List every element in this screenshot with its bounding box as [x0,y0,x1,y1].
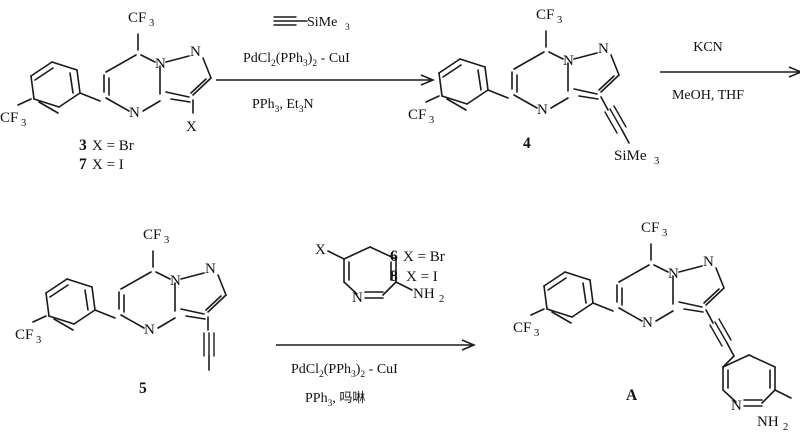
atom-cf3-left-4: CF [408,107,426,123]
atom-cf3-left-sub-A: 3 [534,328,539,339]
svg-text:PdCl2(PPh3)2 - CuI: PdCl2(PPh3)2 - CuI [291,362,398,380]
atom-x-1: X [186,119,197,135]
conditions-below-arrow-2: MeOH, THF [672,88,744,103]
structure-compound-3-7: CF 3 N N N X CF 3 3 X = Br 7 X = I [0,10,212,173]
aminopyridine-ring-A: N NH 2 [722,354,792,433]
atom-n-bridge-4: N [563,53,574,69]
aryl-ring-4 [438,58,489,111]
atom-cf3-left-1: CF [0,110,18,126]
atom-cf3-top-5: CF [143,227,161,243]
atom-n-pyrimidine-5: N [144,322,155,338]
compound-number-6: 6 [390,248,398,265]
reagent-sime3-label: SiMe [307,15,337,30]
compound-number-4: 4 [523,135,531,152]
atom-n-pyrazole-4: N [598,41,609,57]
atom-n-pyrimidine-A: N [642,315,653,331]
atom-n-pyrazole-1: N [190,44,201,60]
atom-n-pyridine-reagent: N [352,290,363,306]
aryl-ring-5 [45,278,96,331]
conditions-below-arrow-1: PPh3, Et3N [252,97,314,115]
aryl-ring-A [543,271,594,324]
atom-n-bridge-5: N [170,273,181,289]
atom-n-bridge-A: N [668,266,679,282]
atom-cf3-left-5: CF [15,327,33,343]
conditions-step-1: SiMe 3 PdCl2(PPh3)2 - CuI PPh3, Et3N [216,15,435,115]
reagent-sime3-sub: 3 [345,23,350,33]
atom-cf3-top-sub-5: 3 [164,235,169,246]
atom-nh2-reagent: NH [413,286,435,302]
structure-compound-5: CF 3 N N N CF 3 5 [15,227,227,397]
atom-cf3-left-sub-4: 3 [429,115,434,126]
atom-cf3-top-4: CF [536,7,554,23]
atom-n-bridge-1: N [155,56,166,72]
pyrimidine-ring-1 [103,54,161,112]
pyrazole-ring-4 [573,52,620,100]
atom-cf3-top-sub-A: 3 [662,228,667,239]
atom-nh2-A: NH [757,414,779,430]
conditions-below-arrow-3b: PPh3, 吗啉 [305,391,365,409]
atom-cf3-top-sub-1: 3 [149,18,154,29]
atom-x-aminopyridine: X [315,242,326,258]
svg-text:PPh3, Et3N: PPh3, Et3N [252,97,314,115]
atom-n-pyridine-A: N [731,398,742,414]
aryl-ring-1 [30,61,81,114]
conditions-above-arrow-1: PdCl2(PPh3)2 - CuI [243,51,350,69]
compound-number-3: 3 [79,137,87,154]
compound-number-8: 8 [390,268,398,285]
atom-n-pyrimidine-4: N [537,102,548,118]
conditions-step-2: KCN MeOH, THF [660,40,800,103]
atom-sime3-sub-4: 3 [654,156,659,167]
svg-text:PPh3, 吗啉: PPh3, 吗啉 [305,391,365,409]
structure-compound-4: CF 3 N N N SiMe 3 CF 3 4 [408,7,659,167]
compound-8-xeq: X = I [406,269,438,285]
pyrimidine-ring-5 [118,271,176,329]
atom-n-pyrazole-5: N [205,261,216,277]
pyrazole-ring-A [678,265,725,313]
pyrazole-ring-1 [165,55,212,103]
reagent-tms-acetylene [273,16,308,26]
compound-number-A: A [626,387,638,404]
reagent-aminopyridine: X N NH 2 [315,242,444,306]
conditions-below-arrow-3a: PdCl2(PPh3)2 - CuI [291,362,398,380]
atom-cf3-top-1: CF [128,10,146,26]
bond-cf3-left-1 [17,98,32,106]
alkyne-linker-A [705,309,735,357]
conditions-step-3: X N NH 2 6 X = Br 8 X = I P [276,242,476,409]
atom-sime3-4: SiMe [614,148,647,164]
compound-7-xeq: X = I [92,157,124,173]
pyrazole-ring-5 [180,272,227,320]
reaction-arrow-2 [660,66,800,78]
bond-cf3-left-A [530,308,545,316]
terminal-alkyne-5 [203,316,215,371]
conditions-above-arrow-2: KCN [693,40,723,55]
bond-cf3-left-4 [425,95,440,103]
atom-nh2-sub-A: 2 [783,422,788,433]
atom-cf3-top-sub-4: 3 [557,15,562,26]
compound-number-7: 7 [79,156,87,173]
bond-cf3-left-5 [32,315,47,323]
svg-text:PdCl2(PPh3)2 - CuI: PdCl2(PPh3)2 - CuI [243,51,350,69]
atom-cf3-left-sub-5: 3 [36,335,41,346]
structure-compound-A: CF 3 N N N N NH 2 [513,220,792,433]
atom-cf3-top-A: CF [641,220,659,236]
atom-cf3-left-A: CF [513,320,531,336]
atom-nh2-sub-reagent: 2 [439,294,444,305]
atom-n-pyrimidine-1: N [129,105,140,121]
atom-cf3-left-sub-1: 3 [21,118,26,129]
compound-number-5: 5 [139,380,147,397]
reaction-arrow-1 [216,74,435,86]
alkyne-tms-4 [600,96,630,144]
pyrimidine-ring-A [616,264,674,322]
pyrimidine-ring-4 [511,51,569,109]
compound-6-xeq: X = Br [403,249,445,265]
compound-3-xeq: X = Br [92,138,134,154]
reaction-arrow-3 [276,339,476,351]
atom-n-pyrazole-A: N [703,254,714,270]
